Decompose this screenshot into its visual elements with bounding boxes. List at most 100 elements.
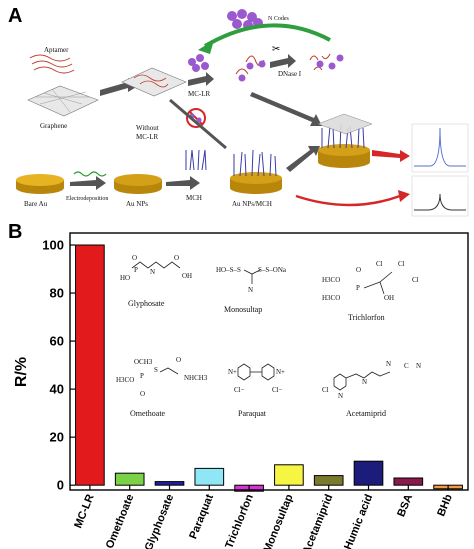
glyphosate-atom: N — [150, 268, 155, 276]
omethoate-atom: S — [154, 366, 158, 374]
paraquat-atom: Cl− — [234, 386, 245, 394]
omethoate-atom: OCH3 — [134, 358, 153, 366]
glyphosate-atom: HO — [120, 274, 130, 282]
bare-au-label: Bare Au — [24, 200, 48, 208]
x-tick-label: Acetamiprid — [301, 493, 336, 549]
y-tick-label: 80 — [50, 286, 64, 301]
monosultap-name: Monosultap — [224, 305, 262, 314]
y-tick-label: 60 — [50, 334, 64, 349]
signal-plot-low-icon — [411, 175, 469, 217]
mclr-label: MC-LR — [188, 90, 211, 98]
paraquat-atom: N+ — [228, 368, 237, 376]
panel-label-a: A — [8, 5, 22, 27]
x-tick-label: Humic acid — [342, 493, 375, 549]
recycle-arrow-icon — [203, 23, 331, 48]
ncodes-label: N Codes — [268, 16, 289, 22]
y-axis-label: R/% — [13, 357, 30, 387]
signal-arrowhead-icon — [398, 190, 410, 202]
omethoate-structure: OCH3 H3CO P S NHCH3 O O Omethoate — [116, 356, 208, 418]
digested-fragments-icon — [309, 53, 344, 71]
bar-mc-lr — [75, 244, 105, 486]
acetamiprid-atom: Cl — [322, 386, 329, 394]
acetamiprid-name: Acetamiprid — [346, 409, 386, 418]
y-tick-label: 20 — [50, 430, 64, 445]
au-nps-mch-label: Au NPs/MCH — [232, 200, 272, 208]
signal-plot-high-icon — [411, 123, 469, 173]
paraquat-structure: N+ N+ Cl− Cl− Paraquat — [228, 363, 285, 418]
omethoate-atom: H3CO — [116, 376, 134, 384]
bar-bsa — [393, 477, 424, 486]
y-tick-label: 100 — [42, 238, 64, 253]
signal-arrow-icon — [295, 194, 401, 207]
bar-acetamiprid — [313, 475, 344, 486]
trichlorfon-atom: H3CO — [322, 276, 340, 284]
omethoate-atom: NHCH3 — [184, 374, 208, 382]
omethoate-atom: O — [176, 356, 181, 364]
x-tick-label: BSA — [395, 493, 415, 519]
x-tick-label: MC-LR — [72, 493, 96, 530]
flow-arrow-icon — [166, 176, 200, 190]
trichlorfon-atom: P — [356, 284, 360, 292]
omethoate-name: Omethoate — [130, 409, 166, 418]
trichlorfon-atom: Cl — [376, 260, 383, 268]
trichlorfon-name: Trichlorfon — [348, 313, 385, 322]
x-tick-label: Paraquat — [187, 492, 216, 540]
y-tick-label: 40 — [50, 382, 64, 397]
graphene-sheet-icon — [27, 85, 99, 117]
without-mclr-label: MC-LR — [136, 133, 159, 141]
au-nps-label: Au NPs — [126, 200, 148, 208]
paraquat-atom: N+ — [276, 368, 285, 376]
bar-omethoate — [114, 472, 145, 486]
glyphosate-atom: OH — [182, 272, 192, 280]
glyphosate-name: Glyphosate — [128, 299, 165, 308]
acetamiprid-atom: N — [416, 362, 421, 370]
flow-arrow-icon — [188, 72, 214, 86]
trichlorfon-structure: Cl Cl Cl H3CO H3CO P O OH Trichlorfon — [322, 260, 419, 322]
electrodeposition-icon — [73, 171, 107, 177]
chemical-structures: HO P N OH O O Glyphosate HO–S–S S–S–ONa … — [116, 254, 421, 418]
bar-humic-acid — [353, 460, 384, 486]
x-tick-label: Trichlorfon — [223, 492, 256, 549]
bar-paraquat — [194, 467, 225, 486]
acetamiprid-atom: C — [404, 362, 409, 370]
bar-series — [75, 244, 463, 492]
glyphosate-atom: P — [134, 266, 138, 274]
trichlorfon-atom: Cl — [412, 276, 419, 284]
monosultap-atom: S–S–ONa — [258, 266, 287, 274]
glyphosate-atom: O — [174, 254, 179, 262]
trichlorfon-atom: OH — [384, 294, 394, 302]
flow-arrow-icon — [70, 176, 106, 190]
trichlorfon-atom: O — [356, 266, 361, 274]
bar-monosultap — [274, 464, 304, 486]
x-tick-label: Omethoate — [104, 493, 137, 549]
flow-arrow-icon — [286, 146, 320, 172]
acetamiprid-atom: N — [386, 360, 391, 368]
graphene-aptamer-icon — [121, 67, 187, 97]
signal-arrow-icon — [372, 150, 410, 162]
without-label: Without — [136, 124, 159, 132]
omethoate-atom: P — [140, 372, 144, 380]
au-nps-electrode-icon — [114, 174, 162, 194]
acetamiprid-structure: Cl N N N C N Acetamiprid — [322, 360, 421, 418]
flow-arrow-icon — [270, 54, 296, 68]
bare-au-electrode-icon — [16, 174, 64, 194]
mch-molecules-icon — [185, 149, 207, 171]
sensor-electrode-icon — [317, 113, 373, 168]
x-tick-label: Monosultap — [261, 492, 295, 549]
electrodeposition-label: Electrodeposition — [66, 196, 108, 202]
mclr-molecule-icon — [188, 54, 209, 72]
omethoate-atom: O — [140, 390, 145, 398]
x-tick-label: BHb — [435, 492, 455, 518]
paraquat-name: Paraquat — [238, 409, 267, 418]
schematic-panel: A N Codes Aptamer Graphene — [8, 5, 469, 217]
acetamiprid-atom: N — [362, 378, 367, 386]
acetamiprid-atom: N — [338, 392, 343, 400]
plot-frame — [69, 232, 469, 491]
x-tick-label: Glyphosate — [143, 493, 177, 549]
dnase-label: DNase I — [278, 70, 302, 78]
aptamer-icon — [29, 54, 75, 74]
